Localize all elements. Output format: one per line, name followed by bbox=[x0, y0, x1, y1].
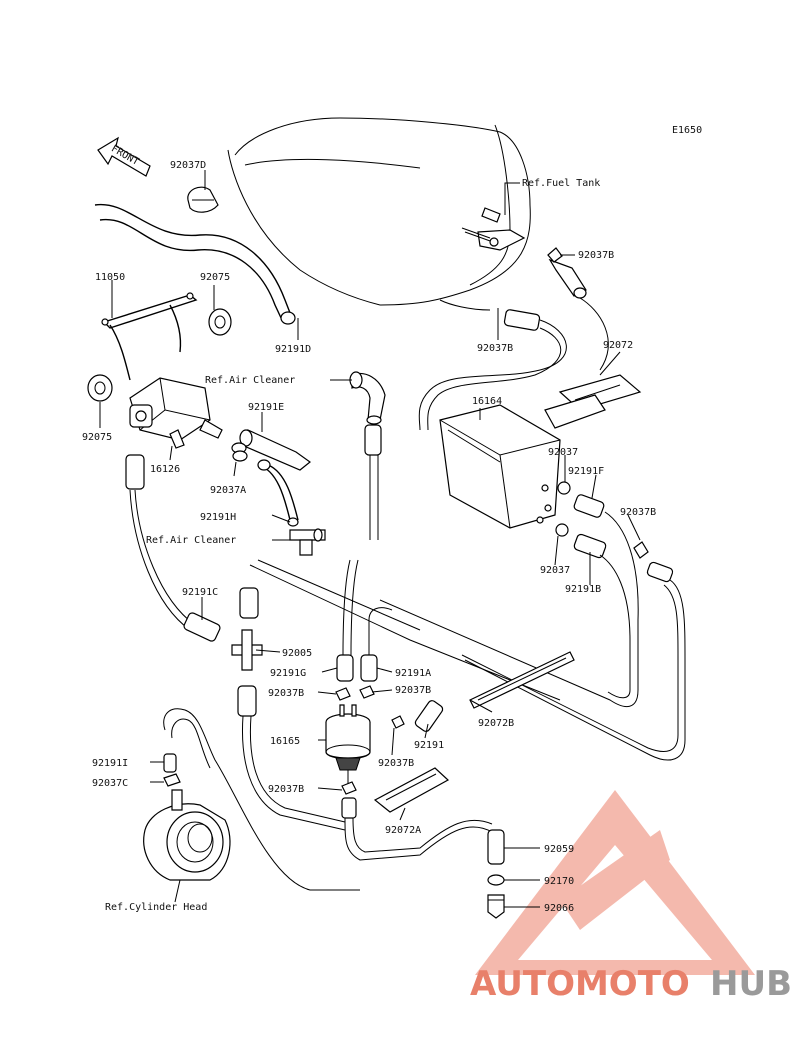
label-92037B-7: 92037B bbox=[378, 758, 414, 769]
hose-92191D bbox=[94, 203, 293, 319]
label-92005: 92005 bbox=[282, 648, 312, 659]
fuel-tank-fitting bbox=[461, 207, 587, 299]
t-fitting bbox=[289, 528, 326, 556]
label-92191A: 92191A bbox=[395, 668, 431, 679]
label-92037B-3: 92037B bbox=[620, 507, 656, 518]
label-92191I: 92191I bbox=[92, 758, 128, 769]
label-diagram-code: E1650 bbox=[672, 125, 702, 136]
hose-upper-92005 bbox=[239, 587, 259, 619]
label-92072: 92072 bbox=[603, 340, 633, 351]
label-92191B: 92191B bbox=[565, 584, 601, 595]
label-92037-upper: 92037 bbox=[548, 447, 578, 458]
label-92037B-1: 92037B bbox=[578, 250, 614, 261]
label-92037B-5: 92037B bbox=[268, 688, 304, 699]
hose-92191C bbox=[183, 612, 221, 642]
leader-lines bbox=[99, 170, 641, 908]
strap-92072B bbox=[469, 651, 575, 709]
watermark-triangle-cut bbox=[560, 830, 670, 930]
label-ref-cylinder-head: Ref.Cylinder Head bbox=[105, 902, 207, 913]
clamp-92037B-center-right bbox=[359, 685, 375, 699]
canister-16164 bbox=[439, 404, 561, 529]
label-92037-lower: 92037 bbox=[540, 565, 570, 576]
grommet-92075-upper bbox=[208, 308, 232, 336]
label-92075-lower: 92075 bbox=[82, 432, 112, 443]
band-92072 bbox=[544, 374, 642, 429]
clamp-92037A bbox=[231, 442, 248, 462]
label-92191E: 92191E bbox=[248, 402, 284, 413]
clamp-92037B-center-left bbox=[335, 687, 351, 701]
label-92191C: 92191C bbox=[182, 587, 218, 598]
label-11050: 11050 bbox=[95, 272, 125, 283]
hose-92191B bbox=[573, 533, 607, 559]
grommet-92075-lower bbox=[87, 374, 113, 402]
clip-92170 bbox=[487, 874, 505, 886]
band-92072A bbox=[373, 767, 450, 813]
label-92072B: 92072B bbox=[478, 718, 514, 729]
label-92191D: 92191D bbox=[275, 344, 311, 355]
label-92191G: 92191G bbox=[270, 668, 306, 679]
clamp-92037B-right bbox=[633, 541, 649, 559]
watermark-text-part1: AUTOMOTO bbox=[470, 964, 690, 1004]
clamp-92037B-pump bbox=[391, 715, 405, 729]
hose-92191F bbox=[573, 494, 605, 518]
intake-joint-cylinder-head bbox=[143, 789, 231, 881]
label-ref-fuel-tank: Ref.Fuel Tank bbox=[522, 178, 600, 189]
hose-left-short bbox=[125, 454, 145, 490]
hose-92191E bbox=[239, 429, 311, 471]
label-16126: 16126 bbox=[150, 464, 180, 475]
clamp-92037B-top bbox=[547, 247, 563, 263]
cap-92066 bbox=[487, 894, 505, 919]
watermark-logo bbox=[475, 790, 755, 975]
label-92066: 92066 bbox=[544, 903, 574, 914]
label-ref-air-cleaner-1: Ref.Air Cleaner bbox=[205, 375, 295, 386]
label-92191H: 92191H bbox=[200, 512, 236, 523]
hose-below-92005 bbox=[237, 685, 257, 717]
label-92037C: 92037C bbox=[92, 778, 128, 789]
clamp-92037-upper bbox=[557, 481, 571, 495]
watermark-text-part2: HUB bbox=[710, 964, 792, 1004]
clamp-92037-lower bbox=[555, 523, 569, 537]
clamp-92037B-lower bbox=[341, 781, 357, 795]
watermark-text: AUTOMOTO HUB bbox=[470, 964, 792, 1004]
bracket-11050 bbox=[101, 292, 198, 381]
hose-92191I bbox=[163, 753, 177, 773]
hose-end bbox=[280, 311, 296, 325]
label-92037D: 92037D bbox=[170, 160, 206, 171]
clamp-92037D bbox=[187, 186, 219, 213]
hose-under-air-cleaner bbox=[364, 424, 382, 456]
label-92037B-2: 92037B bbox=[477, 343, 513, 354]
fitting-92005 bbox=[231, 629, 263, 671]
label-ref-air-cleaner-2: Ref.Air Cleaner bbox=[146, 535, 236, 546]
label-92037B-8: 92037B bbox=[268, 784, 304, 795]
label-92191F: 92191F bbox=[568, 466, 604, 477]
hose-92191 bbox=[414, 700, 444, 732]
label-16164: 16164 bbox=[472, 396, 502, 407]
label-92037A: 92037A bbox=[210, 485, 246, 496]
clamp-92037C bbox=[163, 773, 181, 787]
label-16165: 16165 bbox=[270, 736, 300, 747]
part-labels: E1650 92037D Ref.Fuel Tank 11050 92075 9… bbox=[82, 125, 702, 914]
label-92072A: 92072A bbox=[385, 825, 421, 836]
air-cleaner-elbow bbox=[349, 371, 386, 425]
hose-right-short bbox=[646, 561, 674, 583]
hose-92059 bbox=[487, 829, 505, 865]
label-92037B-6: 92037B bbox=[395, 685, 431, 696]
label-92059: 92059 bbox=[544, 844, 574, 855]
hose-92191G bbox=[336, 654, 354, 682]
label-92075-upper: 92075 bbox=[200, 272, 230, 283]
hose-pump-bottom bbox=[341, 797, 357, 819]
hose-92191A bbox=[360, 654, 378, 682]
hose-92191H bbox=[257, 459, 299, 527]
hose-tank-short bbox=[503, 309, 541, 331]
label-92191: 92191 bbox=[414, 740, 444, 751]
fuel-pump-16165 bbox=[325, 704, 371, 790]
label-92170: 92170 bbox=[544, 876, 574, 887]
valve-16126 bbox=[129, 377, 223, 449]
front-arrow-icon: FRONT bbox=[97, 136, 151, 177]
